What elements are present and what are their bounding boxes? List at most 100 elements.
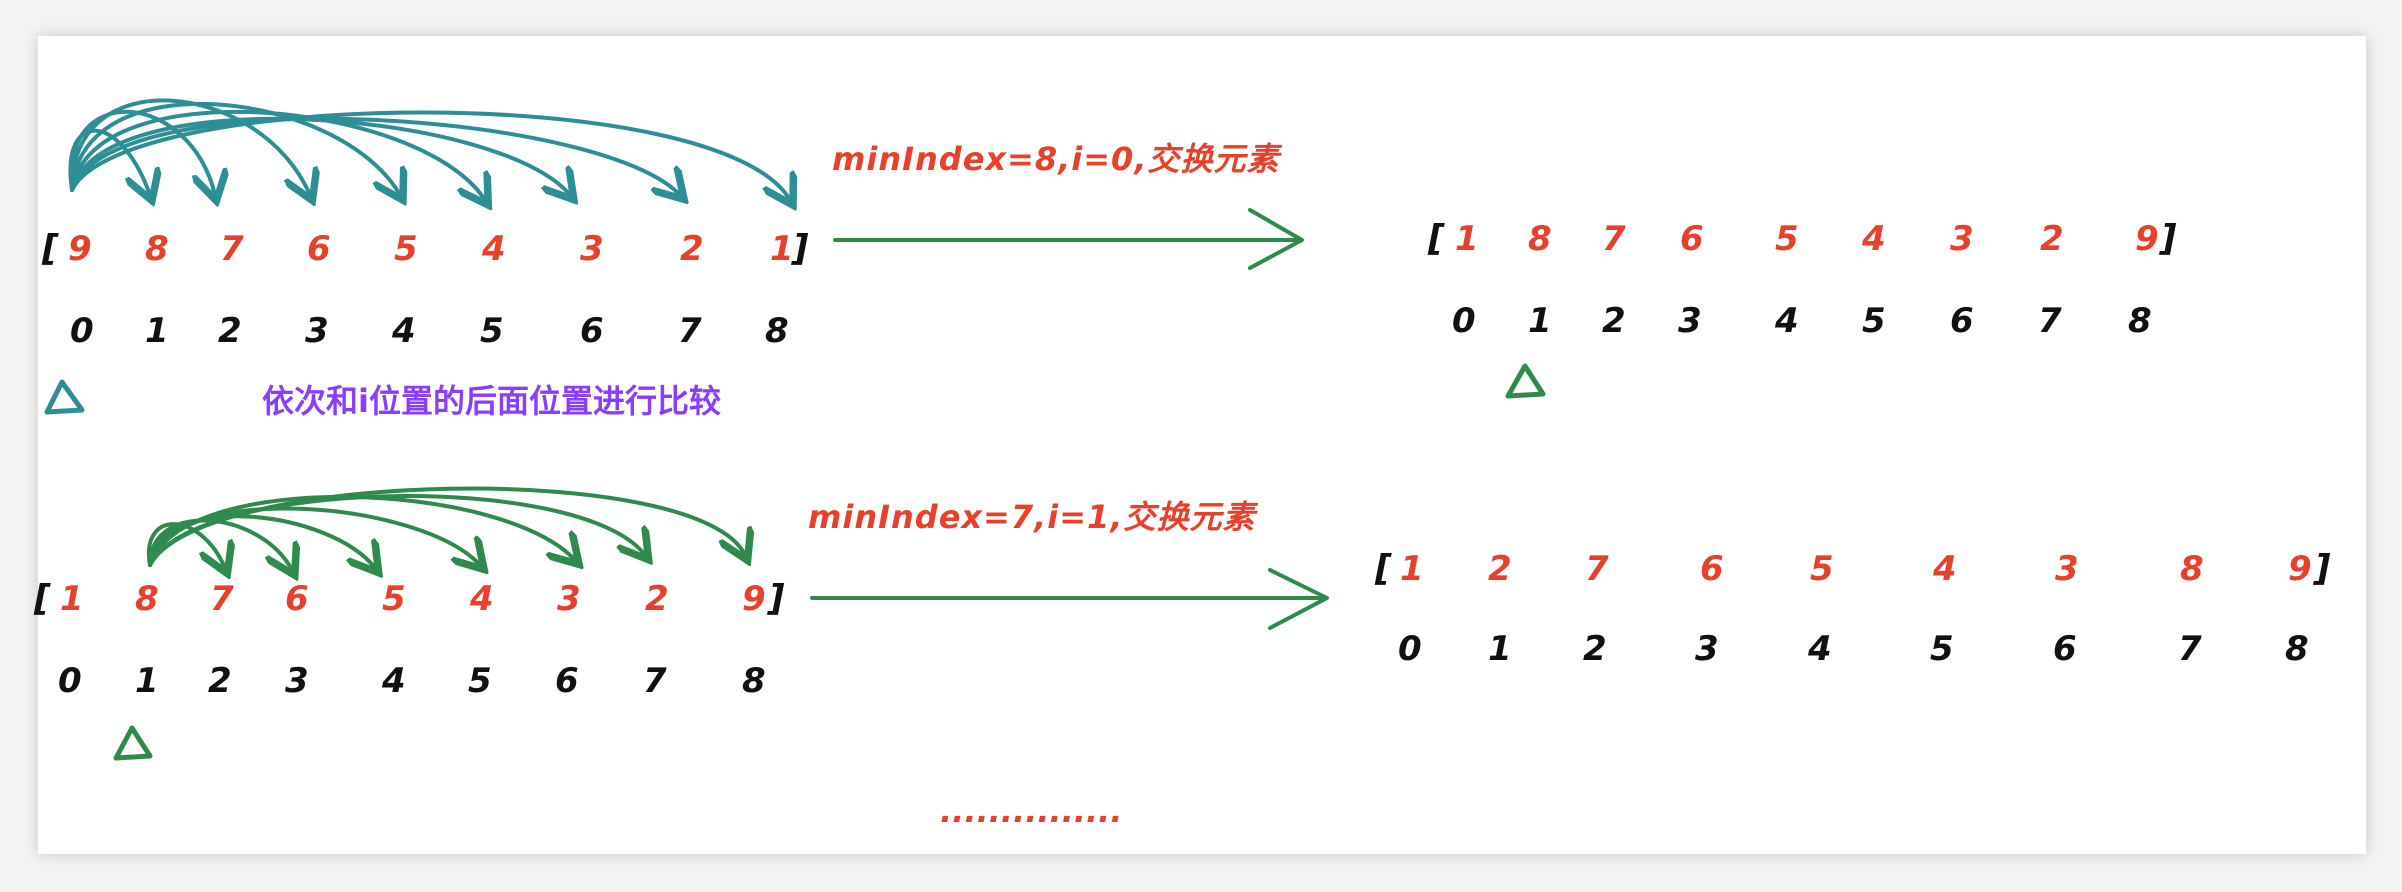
comparison-arcs-2 <box>146 486 745 570</box>
array-value: 6 <box>1700 549 1724 589</box>
array-value: 4 <box>469 579 494 619</box>
panel2-after-array: [ 1 2 7 6 5 4 3 8 9 ] <box>1374 548 2331 589</box>
array-value: 9 <box>742 579 766 619</box>
array-value: 3 <box>1950 219 1974 259</box>
panel1-after-array: [ 1 8 7 6 5 4 3 2 9 ] <box>1427 218 2177 259</box>
array-value: 8 <box>2180 549 2204 589</box>
array-value: 6 <box>307 229 331 269</box>
array-index: 1 <box>1528 301 1552 341</box>
array-index: 1 <box>135 661 159 701</box>
array-index: 3 <box>305 311 329 351</box>
swap-note: minIndex=7,i=1,交换元素 <box>808 498 1258 536</box>
panel1-after-indices: 0 1 2 3 4 5 6 7 8 <box>1452 301 2152 341</box>
array-index: 6 <box>2053 629 2077 669</box>
array-index: 6 <box>555 661 579 701</box>
array-value: 2 <box>1488 549 1512 589</box>
panel1-before-array: [ 9 8 7 6 5 4 3 2 1 ] <box>41 228 809 269</box>
compare-arc <box>148 518 292 570</box>
array-index: 4 <box>1774 301 1799 341</box>
close-bracket: ] <box>767 578 785 619</box>
array-index: 5 <box>468 661 492 701</box>
swap-note: minIndex=8,i=0,交换元素 <box>832 140 1282 178</box>
array-index: 7 <box>2178 629 2202 669</box>
panel2-after-indices: 0 1 2 3 4 5 6 7 8 <box>1398 629 2309 669</box>
open-bracket: [ <box>1374 548 1392 589</box>
array-value: 7 <box>210 579 234 619</box>
array-value: 9 <box>2135 219 2159 259</box>
array-value: 3 <box>557 579 581 619</box>
compare-arc <box>70 109 485 200</box>
array-index: 5 <box>1862 301 1886 341</box>
diagram-canvas <box>38 36 2366 854</box>
array-value: 1 <box>770 229 794 269</box>
array-value: 8 <box>1528 219 1552 259</box>
array-index: 6 <box>580 311 604 351</box>
array-index: 8 <box>2285 629 2309 669</box>
triangle-marker-icon <box>1505 363 1546 399</box>
open-bracket: [ <box>1427 218 1445 259</box>
compare-arc <box>69 109 215 195</box>
array-index: 3 <box>285 661 309 701</box>
array-value: 8 <box>145 229 169 269</box>
array-value: 8 <box>135 579 159 619</box>
compare-arc <box>70 116 680 195</box>
array-index: 4 <box>1807 629 1832 669</box>
array-value: 6 <box>1680 219 1704 259</box>
array-value: 5 <box>394 229 418 269</box>
array-index: 5 <box>1930 629 1954 669</box>
panel1-before-indices: 0 1 2 3 4 5 6 7 8 <box>70 311 789 351</box>
array-value: 4 <box>1932 549 1957 589</box>
compare-arc <box>70 101 400 195</box>
array-index: 2 <box>218 311 242 351</box>
comparison-arcs-1 <box>68 98 790 201</box>
array-index: 1 <box>145 311 169 351</box>
array-value: 2 <box>680 229 704 269</box>
array-value: 7 <box>1602 219 1626 259</box>
array-index: 8 <box>742 661 766 701</box>
continuation-ellipsis: ............... <box>940 792 1122 830</box>
array-value: 9 <box>2288 549 2312 589</box>
array-value: 3 <box>580 229 604 269</box>
array-value: 7 <box>220 229 244 269</box>
compare-arc <box>70 110 790 201</box>
array-index: 0 <box>1452 301 1476 341</box>
array-index: 0 <box>58 661 82 701</box>
array-value: 1 <box>1455 219 1479 259</box>
array-index: 4 <box>381 661 406 701</box>
array-index: 3 <box>1695 629 1719 669</box>
array-value: 1 <box>60 579 84 619</box>
open-bracket: [ <box>33 578 51 619</box>
array-value: 4 <box>1861 219 1886 259</box>
array-value: 2 <box>645 579 669 619</box>
array-index: 7 <box>2038 301 2062 341</box>
transition-arrow <box>833 208 1304 270</box>
array-index: 7 <box>678 311 702 351</box>
array-value: 5 <box>1775 219 1799 259</box>
array-value: 4 <box>481 229 506 269</box>
array-index: 6 <box>1950 301 1974 341</box>
array-index: 7 <box>643 661 667 701</box>
close-bracket: ] <box>791 228 809 269</box>
array-index: 3 <box>1678 301 1702 341</box>
array-index: 1 <box>1488 629 1512 669</box>
comparison-caption: 依次和i位置的后面位置进行比较 <box>262 382 721 420</box>
compare-arc <box>148 514 375 568</box>
compare-arc <box>148 486 745 567</box>
array-index: 5 <box>480 311 504 351</box>
array-value: 5 <box>382 579 406 619</box>
array-value: 3 <box>2055 549 2079 589</box>
array-value: 7 <box>1585 549 1609 589</box>
compare-arc <box>69 98 310 195</box>
open-bracket: [ <box>41 228 59 269</box>
array-value: 1 <box>1400 549 1424 589</box>
array-index: 8 <box>2128 301 2152 341</box>
panel2-before-indices: 0 1 2 3 4 5 6 7 8 <box>58 661 766 701</box>
array-index: 0 <box>70 311 94 351</box>
array-index: 2 <box>1602 301 1626 341</box>
array-value: 9 <box>68 229 92 269</box>
array-index: 8 <box>765 311 789 351</box>
close-bracket: ] <box>2159 218 2177 259</box>
array-index: 2 <box>208 661 232 701</box>
array-value: 5 <box>1810 549 1834 589</box>
